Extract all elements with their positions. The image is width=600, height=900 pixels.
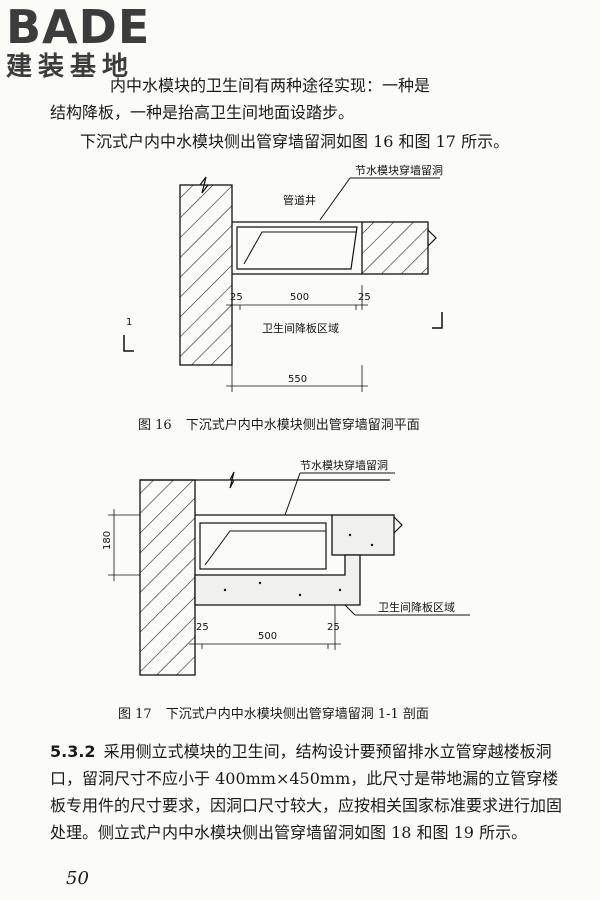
fig17-beam — [331, 514, 395, 556]
wall-right — [361, 221, 429, 275]
paragraph-intro-line2: 结构降板，一种是抬高卫生间地面设踏步。 — [50, 103, 355, 122]
fig17-dim-height: 180 — [102, 531, 113, 550]
fig16-dim-right: 25 — [358, 292, 371, 303]
figure-17-section: 节水模块穿墙留洞 卫生间降板区域 180 25 500 25 — [102, 458, 470, 676]
fig17-hole-label: 节水模块穿墙留洞 — [300, 458, 388, 472]
fig16-area-label: 卫生间降板区域 — [262, 321, 339, 335]
fig17-wall-left — [139, 479, 196, 676]
fig16-dim-left: 25 — [230, 292, 243, 303]
wall-left — [179, 184, 233, 366]
fig17-dim-right: 25 — [327, 622, 340, 633]
fig17-dim-left: 25 — [196, 622, 209, 633]
section-number: 5.3.2 — [50, 742, 96, 761]
logo-wordmark: BADE — [6, 0, 151, 54]
fig16-section-mark-left: 1 — [126, 317, 132, 328]
fig17-area-label: 卫生间降板区域 — [378, 600, 455, 614]
paragraph-intro-line1: 内中水模块的卫生间有两种途径实现：一种是 — [110, 76, 431, 95]
section-body: 采用侧立式模块的卫生间，结构设计要预留排水立管穿越楼板洞口，留洞尺寸不应小于 4… — [50, 742, 563, 842]
figure-17-caption-number: 图 17 — [118, 707, 152, 722]
fig16-shaft-label: 管道井 — [283, 193, 316, 207]
page-number: 50 — [66, 868, 89, 889]
fig17-hole — [199, 522, 327, 570]
fig16-dim-mid: 500 — [290, 292, 309, 303]
figure-17-caption: 图 17 下沉式户内中水模块侧出管穿墙留洞 1-1 剖面 — [118, 703, 429, 722]
logo: BADE 建装基地 — [6, 4, 150, 82]
logo-subtitle: 建装基地 — [6, 52, 135, 82]
figure-17-caption-text: 下沉式户内中水模块侧出管穿墙留洞 1-1 剖面 — [165, 707, 429, 722]
fig16-dim-total: 550 — [288, 374, 307, 385]
fig17-dim-mid: 500 — [258, 631, 277, 642]
paragraph-intro: 内中水模块的卫生间有两种途径实现：一种是 结构降板，一种是抬高卫生间地面设踏步。 — [50, 72, 560, 126]
figure-16-caption: 图 16 下沉式户内中水模块侧出管穿墙留洞平面 — [138, 414, 420, 433]
paragraph-figure-ref: 下沉式户内中水模块侧出管穿墙留洞如图 16 和图 17 所示。 — [80, 132, 510, 151]
figure-16-plan: 节水模块穿墙留洞 管道井 25 500 25 卫生间降板区域 1 550 — [123, 163, 443, 392]
fig17-slab — [194, 554, 361, 606]
figure-16-caption-number: 图 16 — [138, 418, 172, 433]
figure-16-caption-text: 下沉式户内中水模块侧出管穿墙留洞平面 — [185, 418, 420, 433]
fig16-hole-label: 节水模块穿墙留洞 — [355, 163, 443, 177]
module-hole — [236, 226, 358, 270]
